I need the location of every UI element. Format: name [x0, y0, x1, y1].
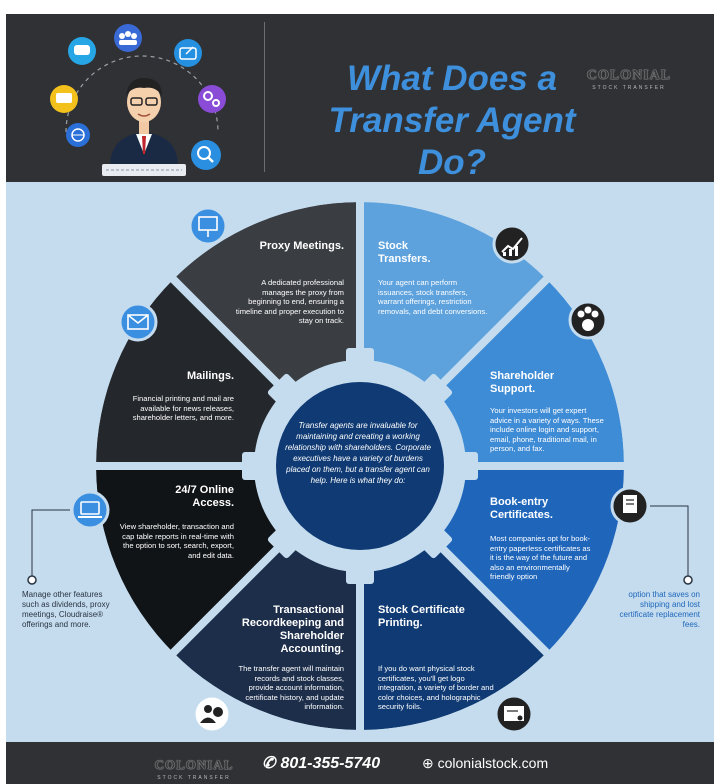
book-entry-title: Book-entry Certificates.: [490, 496, 553, 521]
shareholder-support-text: Your investors will get expert advice in…: [490, 406, 604, 454]
proxy-text: A dedicated professional manages the pro…: [235, 278, 344, 326]
footer: [6, 742, 714, 784]
brand-name: COLONIAL: [586, 68, 672, 83]
stock-transfers-title: Stock Transfers.: [378, 240, 431, 265]
brand-tagline: STOCK TRANSFER: [592, 85, 666, 91]
recordkeeping-text: The transfer agent will maintain records…: [238, 664, 344, 712]
footer-brand-logo: COLONIAL STOCK TRANSFER: [148, 756, 240, 781]
team-icon: [114, 24, 142, 52]
wheel-panel: Proxy Meetings. A dedicated professional…: [6, 182, 714, 742]
left-callout-text: Manage other features such as dividends,…: [22, 590, 110, 629]
website-text: colonialstock.com: [437, 755, 549, 771]
mailings-title: Mailings.: [186, 370, 234, 382]
infographic: What Does a Transfer Agent Do? COLONIAL …: [6, 14, 714, 784]
search-icon: [191, 140, 221, 170]
center-gear: [242, 348, 478, 584]
header: What Does a Transfer Agent Do? COLONIAL …: [6, 14, 714, 182]
right-callout-connector: [650, 505, 693, 585]
mail-icon: [118, 302, 158, 342]
chat-bubble-icon: [68, 37, 96, 65]
globe-icon: [66, 123, 90, 147]
right-callout-text: option that saves on shipping and lost c…: [619, 590, 700, 629]
page-title: What Does a Transfer Agent Do?: [328, 59, 576, 182]
website-link[interactable]: ⊕ colonialstock.com: [422, 755, 548, 772]
people-money-icon: [568, 300, 608, 340]
growth-chart-icon: [492, 224, 532, 264]
presentation-icon: [188, 206, 228, 246]
header-divider: [264, 22, 265, 172]
phone-icon: ✆: [262, 755, 276, 772]
brand-logo: COLONIAL STOCK TRANSFER: [584, 66, 674, 91]
online-access-title: 24/7 Online Access.: [175, 484, 234, 509]
stock-certificate-text: If you do want physical stock certificat…: [378, 664, 494, 712]
proxy-title: Proxy Meetings.: [259, 240, 344, 252]
share-icon: [174, 39, 202, 67]
phone-number-text: 801-355-5740: [280, 755, 381, 772]
online-access-text: View shareholder, transaction and cap ta…: [119, 522, 234, 560]
book-entry-text: Most companies opt for book-entry paperl…: [490, 534, 591, 582]
center-intro-text: Transfer agents are invaluable for maint…: [285, 421, 431, 485]
printed-certificate-icon: [494, 694, 534, 734]
agent-person: [110, 78, 178, 166]
stock-transfers-text: Your agent can perform issuances, stock …: [378, 278, 488, 316]
phone-number[interactable]: ✆ 801-355-5740: [262, 753, 380, 773]
keyboard-icon: [102, 164, 186, 176]
wheel-graphic: [27, 198, 693, 734]
shareholder-support-title: Shareholder Support.: [490, 370, 555, 395]
footer-brand-tagline: STOCK TRANSFER: [157, 775, 231, 781]
left-callout-connector: [27, 509, 70, 585]
stock-certificate-title: Stock Certificate Printing.: [378, 604, 465, 629]
chat-icon: [50, 85, 78, 113]
footer-brand-name: COLONIAL: [154, 757, 234, 772]
globe-link-icon: ⊕: [422, 755, 434, 771]
mailings-text: Financial printing and mail are availabl…: [132, 394, 234, 423]
agent-illustration: [50, 24, 226, 176]
laptop-icon: [70, 490, 110, 530]
person-dollar-icon: [192, 694, 232, 734]
certificate-icon: [610, 486, 650, 526]
recordkeeping-title: Transactional Recordkeeping and Sharehol…: [241, 604, 344, 655]
gears-icon: [198, 85, 226, 113]
